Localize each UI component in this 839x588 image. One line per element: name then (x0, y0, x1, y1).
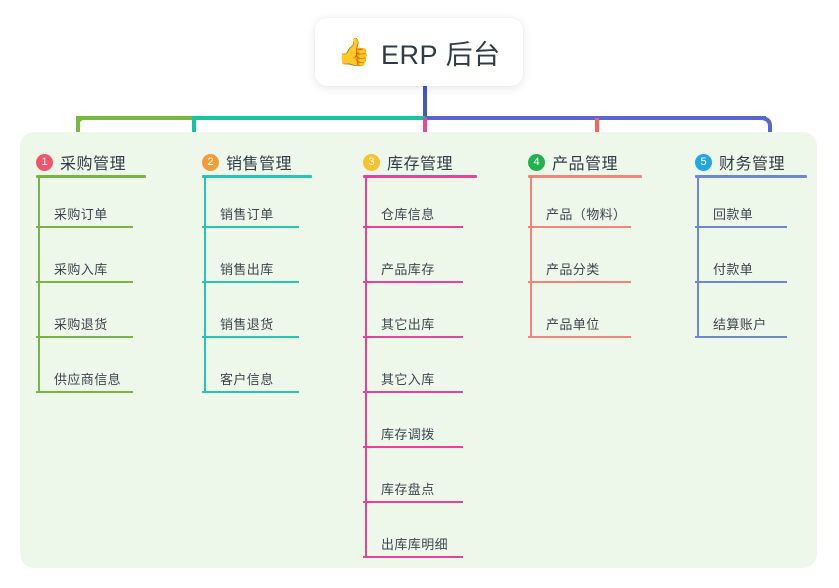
menu-item[interactable]: 产品分类 (528, 233, 631, 283)
menu-item[interactable]: 销售退货 (202, 288, 299, 338)
menu-item-label: 库存调拨 (381, 427, 435, 442)
menu-item-underline (36, 336, 133, 338)
menu-item[interactable]: 结算账户 (695, 288, 787, 338)
menu-item-underline (695, 336, 787, 338)
menu-item-underline (202, 336, 299, 338)
bus-segment-green (75, 116, 194, 130)
column-header-2[interactable]: 2 销售管理 (202, 150, 292, 174)
menu-item-label: 供应商信息 (54, 372, 122, 387)
column-header-underline (36, 175, 146, 178)
menu-item-label: 产品单位 (546, 317, 600, 332)
menu-item[interactable]: 付款单 (695, 233, 787, 283)
menu-item-label: 产品（物料） (546, 207, 627, 222)
menu-item[interactable]: 出库库明细 (363, 508, 463, 558)
column-spine (530, 175, 532, 338)
column-title: 财务管理 (719, 156, 786, 173)
column-badge-icon: 4 (528, 153, 545, 171)
menu-item-label: 采购入库 (54, 262, 108, 277)
diagram-panel (20, 132, 817, 568)
menu-item[interactable]: 其它入库 (363, 343, 463, 393)
column-header-1[interactable]: 1 采购管理 (36, 150, 126, 174)
menu-item-underline (363, 281, 463, 283)
menu-item-underline (363, 501, 463, 503)
menu-item-underline (528, 281, 631, 283)
column-header-underline (363, 175, 477, 178)
menu-item-label: 销售出库 (220, 262, 274, 277)
menu-item-label: 付款单 (713, 262, 754, 277)
menu-item[interactable]: 库存调拨 (363, 398, 463, 448)
menu-item-label: 客户信息 (220, 372, 274, 387)
menu-item-label: 产品库存 (381, 262, 435, 277)
menu-item[interactable]: 产品单位 (528, 288, 631, 338)
column-header-underline (528, 175, 642, 178)
menu-item-underline (202, 226, 299, 228)
thumbs-up-icon: 👍 (337, 36, 372, 67)
menu-item-label: 出库库明细 (381, 537, 449, 552)
menu-item-label: 仓库信息 (381, 207, 435, 222)
column-title: 销售管理 (226, 156, 293, 173)
menu-item-label: 销售订单 (220, 207, 274, 222)
menu-item[interactable]: 销售订单 (202, 178, 299, 228)
menu-item-underline (36, 281, 133, 283)
menu-item[interactable]: 客户信息 (202, 343, 299, 393)
menu-item-label: 库存盘点 (381, 482, 435, 497)
menu-item[interactable]: 销售出库 (202, 233, 299, 283)
menu-item-underline (363, 391, 463, 393)
column-header-5[interactable]: 5 财务管理 (695, 150, 785, 174)
menu-item[interactable]: 产品库存 (363, 233, 463, 283)
menu-item-label: 产品分类 (546, 262, 600, 277)
menu-item-underline (36, 226, 133, 228)
menu-item[interactable]: 库存盘点 (363, 453, 463, 503)
menu-item-underline (695, 281, 787, 283)
root-node-title: ERP 后台 (381, 39, 501, 70)
menu-item-label: 回款单 (713, 207, 754, 222)
menu-item-underline (202, 391, 299, 393)
menu-item-underline (363, 226, 463, 228)
column-badge-icon: 1 (36, 153, 53, 171)
menu-item-label: 结算账户 (713, 317, 767, 332)
menu-item-underline (363, 556, 463, 558)
menu-item-label: 其它入库 (381, 372, 435, 387)
column-title: 采购管理 (60, 156, 127, 173)
menu-item-label: 采购订单 (54, 207, 108, 222)
column-title: 库存管理 (387, 156, 454, 173)
menu-item-underline (528, 226, 631, 228)
menu-item-underline (528, 336, 631, 338)
menu-item[interactable]: 仓库信息 (363, 178, 463, 228)
column-header-underline (202, 175, 312, 178)
menu-item-underline (695, 226, 787, 228)
column-spine (204, 175, 206, 393)
column-title: 产品管理 (552, 156, 619, 173)
menu-item-underline (36, 391, 133, 393)
column-spine (365, 175, 367, 558)
menu-item[interactable]: 其它出库 (363, 288, 463, 338)
column-badge-icon: 3 (363, 153, 380, 171)
menu-item-label: 采购退货 (54, 317, 108, 332)
root-node-card[interactable]: 👍 ERP 后台 (315, 18, 523, 86)
menu-item[interactable]: 供应商信息 (36, 343, 133, 393)
column-badge-icon: 5 (695, 153, 712, 171)
column-spine (38, 175, 40, 393)
column-spine (697, 175, 699, 338)
menu-item[interactable]: 回款单 (695, 178, 787, 228)
menu-item-underline (363, 336, 463, 338)
menu-item-label: 销售退货 (220, 317, 274, 332)
menu-item[interactable]: 采购入库 (36, 233, 133, 283)
menu-item-label: 其它出库 (381, 317, 435, 332)
column-header-underline (695, 175, 807, 178)
menu-item[interactable]: 采购退货 (36, 288, 133, 338)
menu-item-underline (202, 281, 299, 283)
menu-item[interactable]: 采购订单 (36, 178, 133, 228)
column-header-4[interactable]: 4 产品管理 (528, 150, 618, 174)
column-header-3[interactable]: 3 库存管理 (363, 150, 453, 174)
column-badge-icon: 2 (202, 153, 219, 171)
menu-item[interactable]: 产品（物料） (528, 178, 631, 228)
menu-item-underline (363, 446, 463, 448)
